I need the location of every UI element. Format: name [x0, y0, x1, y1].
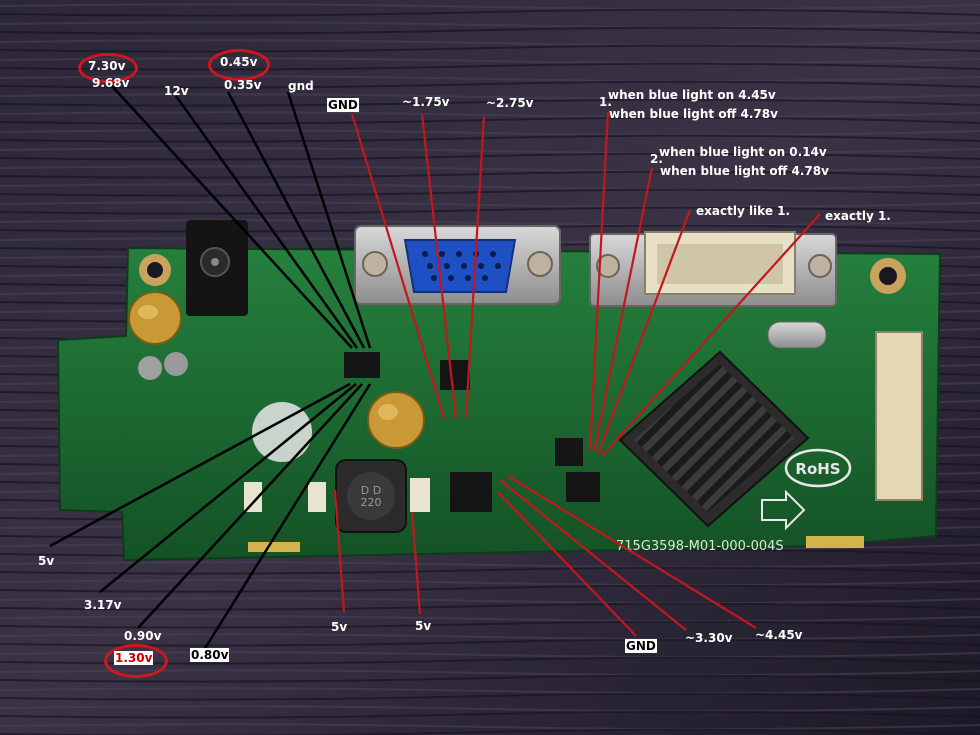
- label-3-17v: 3.17v: [84, 598, 122, 612]
- pcb-part-number: 715G3598-M01-000-004S: [616, 539, 784, 554]
- black-probe-lines: [49, 85, 372, 651]
- label-note-2-off: when blue light off 4.78v: [660, 164, 829, 178]
- label-0-90v: 0.90v: [124, 629, 162, 643]
- label-1-75v: ~1.75v: [402, 95, 450, 109]
- label-gnd-bottom: GND: [625, 639, 657, 653]
- label-note-1-on: when blue light on 4.45v: [608, 88, 776, 102]
- label-note-2-on: when blue light on 0.14v: [659, 145, 827, 159]
- dc-jack: [186, 220, 248, 316]
- ic-u702: [450, 472, 492, 512]
- bottom-pads: [244, 478, 864, 552]
- crystal: [767, 321, 827, 349]
- label-1-30v: 1.30v: [114, 651, 154, 665]
- svg-text:220: 220: [361, 496, 382, 509]
- label-9-68v: 9.68v: [92, 76, 130, 90]
- red-probe-lines: [333, 111, 821, 637]
- svg-text:D D: D D: [361, 484, 381, 497]
- ic-u705: [344, 352, 380, 378]
- label-7-30v: 7.30v: [88, 59, 126, 73]
- mounting-hole-left: [139, 254, 171, 286]
- svg-text:RoHS: RoHS: [795, 460, 840, 478]
- label-4-45v: ~4.45v: [755, 628, 803, 642]
- lvds-connector: [875, 331, 923, 501]
- capacitor-center: [367, 391, 425, 449]
- label-exactly-1: exactly 1.: [825, 209, 891, 223]
- ring-045: [208, 49, 270, 81]
- label-gnd-small: gnd: [288, 79, 314, 93]
- label-5v-left: 5v: [38, 554, 55, 568]
- rohs-logo: RoHS: [784, 448, 852, 488]
- vga-connector: [354, 225, 561, 305]
- heatsink: [618, 350, 810, 528]
- label-note-1-off: when blue light off 4.78v: [609, 107, 778, 121]
- label-5v-pad: 5v: [415, 619, 432, 633]
- ring-730: [78, 53, 138, 83]
- capacitor-left: [128, 291, 188, 380]
- ic-u704: [440, 360, 470, 390]
- label-0-35v: 0.35v: [224, 78, 262, 92]
- label-gnd-top: GND: [327, 98, 359, 112]
- label-5v-inductor: 5v: [331, 620, 348, 634]
- label-3-30v: ~3.30v: [685, 631, 733, 645]
- label-12v: 12v: [164, 84, 189, 98]
- white-pad: [252, 402, 312, 462]
- label-note-1-number: 1.: [599, 95, 612, 109]
- label-note-2-number: 2.: [650, 152, 663, 166]
- label-2-75v: ~2.75v: [486, 96, 534, 110]
- ring-130: [104, 644, 168, 678]
- label-0-80v: 0.80v: [190, 648, 230, 662]
- mounting-hole-right: [870, 258, 906, 294]
- inductor: D D 220: [335, 459, 407, 533]
- ic-u401: [566, 472, 600, 502]
- dp-logo: [761, 489, 806, 531]
- ic-u101: [555, 438, 583, 466]
- label-0-45v: 0.45v: [220, 55, 258, 69]
- label-exactly-like-1: exactly like 1.: [696, 204, 791, 218]
